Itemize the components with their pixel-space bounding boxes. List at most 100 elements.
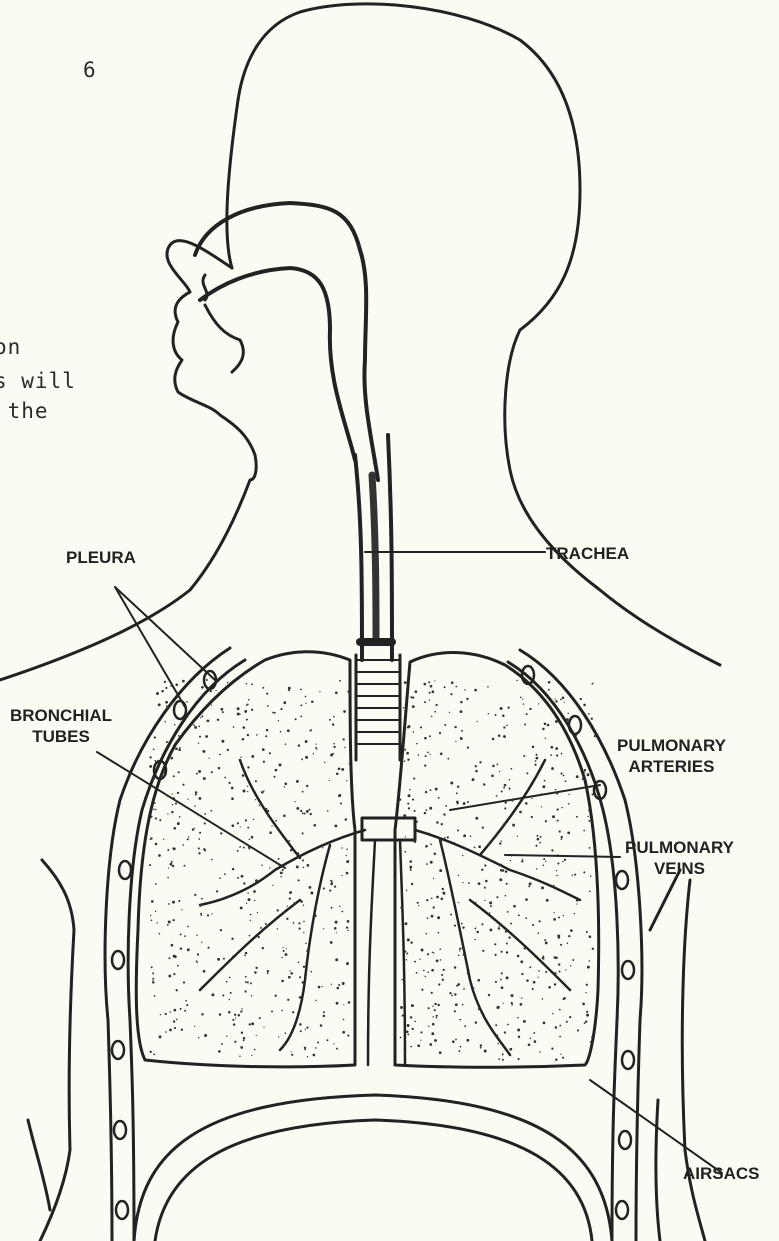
stipple-dot	[298, 962, 300, 964]
stipple-dot	[186, 1004, 188, 1006]
stipple-dot	[407, 687, 408, 688]
stipple-dot	[251, 683, 253, 685]
stipple-dot	[468, 882, 470, 884]
stipple-dot	[196, 773, 198, 775]
stipple-dot	[410, 1046, 412, 1048]
stipple-dot	[412, 705, 415, 708]
stipple-dot	[507, 911, 509, 913]
stipple-dot	[306, 810, 309, 813]
stipple-dot	[501, 951, 503, 953]
stipple-dot	[438, 932, 440, 934]
stipple-dot	[265, 735, 267, 737]
stipple-dot	[556, 754, 558, 756]
stipple-dot	[180, 947, 182, 949]
stipple-dot	[457, 829, 459, 831]
stipple-dot	[431, 915, 434, 918]
stipple-dot	[463, 834, 466, 837]
stipple-dot	[587, 816, 588, 817]
stipple-dot	[175, 684, 178, 687]
stipple-dot	[543, 1022, 546, 1025]
stipple-dot	[201, 715, 203, 717]
stipple-dot	[260, 927, 262, 929]
stipple-dot	[346, 926, 348, 928]
stipple-dot	[577, 1029, 579, 1031]
stipple-dot	[561, 838, 563, 840]
stipple-dot	[251, 709, 253, 711]
stipple-dot	[301, 981, 303, 983]
stipple-dot	[589, 1041, 590, 1042]
stipple-dot	[290, 849, 293, 852]
stipple-dot	[237, 707, 240, 710]
stipple-dot	[540, 836, 542, 838]
stipple-dot	[150, 1051, 152, 1053]
stipple-dot	[495, 981, 497, 983]
stipple-dot	[247, 827, 249, 829]
stipple-dot	[280, 708, 282, 710]
stipple-dot	[302, 813, 304, 815]
stipple-dot	[550, 746, 553, 749]
stipple-dot	[462, 947, 465, 950]
stipple-dot	[237, 877, 239, 879]
stipple-dot	[510, 923, 512, 925]
stipple-dot	[478, 882, 481, 885]
stipple-dot	[298, 879, 300, 881]
stipple-dot	[251, 836, 254, 839]
stipple-dot	[347, 690, 350, 693]
stipple-dot	[434, 680, 435, 681]
stipple-dot	[346, 780, 347, 781]
stipple-dot	[575, 735, 577, 737]
stipple-dot	[588, 820, 590, 822]
stipple-dot	[462, 1004, 464, 1006]
stipple-dot	[475, 817, 478, 820]
stipple-dot	[156, 692, 159, 695]
stipple-dot	[272, 885, 273, 886]
stipple-dot	[163, 764, 164, 765]
stipple-dot	[300, 704, 302, 706]
stipple-dot	[543, 864, 545, 866]
stipple-dot	[261, 791, 264, 794]
right-arm	[650, 870, 680, 930]
stipple-dot	[584, 771, 586, 773]
stipple-dot	[241, 767, 243, 769]
stipple-dot	[556, 870, 557, 871]
stipple-dot	[323, 1011, 325, 1013]
stipple-dot	[298, 744, 300, 746]
stipple-dot	[233, 1023, 235, 1025]
stipple-dot	[304, 1047, 306, 1049]
stipple-dot	[198, 797, 201, 800]
stipple-dot	[513, 905, 516, 908]
stipple-dot	[326, 1039, 328, 1041]
stipple-dot	[505, 895, 507, 897]
stipple-dot	[166, 759, 167, 760]
stipple-dot	[407, 1024, 410, 1027]
stipple-dot	[266, 693, 268, 695]
stipple-dot	[501, 986, 504, 989]
stipple-dot	[346, 962, 349, 965]
stipple-dot	[248, 699, 250, 701]
stipple-dot	[587, 966, 590, 969]
stipple-dot	[302, 832, 304, 834]
stipple-dot	[500, 840, 502, 842]
stipple-dot	[314, 914, 317, 917]
stipple-dot	[414, 961, 416, 963]
stipple-dot	[558, 963, 560, 965]
stipple-dot	[429, 735, 431, 737]
stipple-dot	[533, 1032, 535, 1034]
stipple-dot	[501, 972, 503, 974]
stipple-dot	[294, 801, 295, 802]
stipple-dot	[166, 705, 168, 707]
stipple-dot	[245, 819, 247, 821]
stipple-dot	[285, 1032, 287, 1034]
stipple-dot	[530, 1037, 531, 1038]
stipple-dot	[155, 817, 157, 819]
stipple-dot	[150, 838, 152, 840]
stipple-dot	[529, 966, 531, 968]
stipple-dot	[462, 855, 463, 856]
stipple-dot	[545, 738, 546, 739]
stipple-dot	[529, 708, 531, 710]
stipple-dot	[434, 1039, 437, 1042]
stipple-dot	[267, 972, 269, 974]
diaphragm	[134, 1095, 612, 1241]
stipple-dot	[428, 681, 430, 683]
stipple-dot	[343, 738, 345, 740]
